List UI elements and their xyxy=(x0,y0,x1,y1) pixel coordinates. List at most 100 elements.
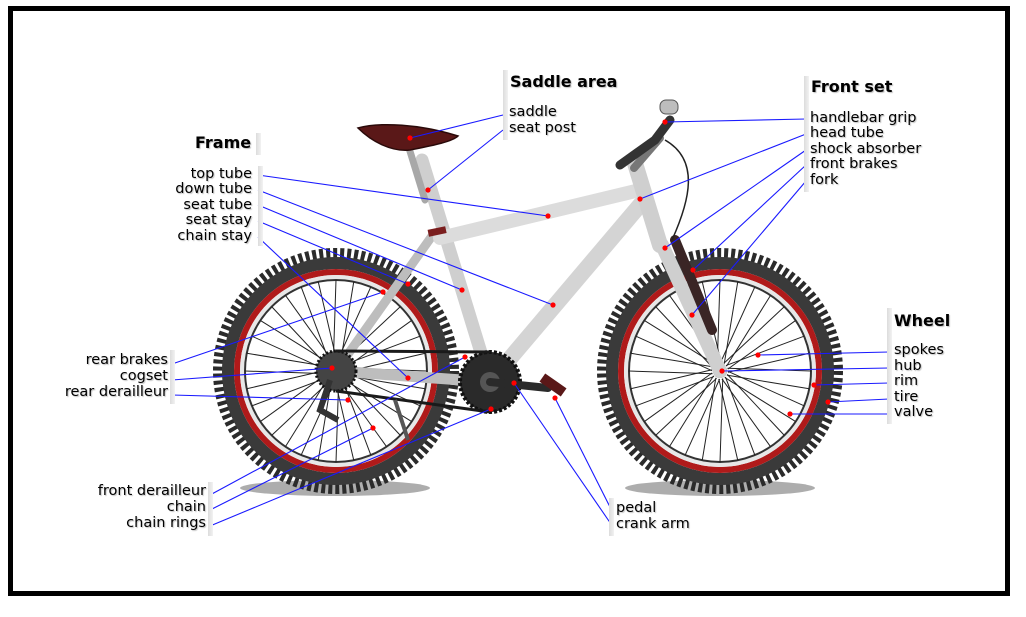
spoke xyxy=(726,374,785,436)
part-marker-dot xyxy=(405,375,411,381)
spoke xyxy=(719,378,724,463)
rear-derailleur-shape xyxy=(316,379,340,423)
spoke xyxy=(725,335,805,367)
part-marker-dot xyxy=(825,399,831,405)
spoke xyxy=(724,376,756,456)
brake-cable-shape xyxy=(664,139,690,241)
cogset-shape xyxy=(314,349,358,393)
front-rim xyxy=(618,269,822,473)
spoke xyxy=(724,377,796,422)
rear-tire-body xyxy=(222,257,450,485)
leader-line xyxy=(257,189,554,306)
spoke xyxy=(332,279,337,364)
top-tube-shape xyxy=(433,183,647,245)
part-marker-dot xyxy=(545,213,551,219)
spoke xyxy=(244,370,329,375)
part-marker-dot xyxy=(690,267,696,273)
label-pedal: pedal xyxy=(616,500,657,516)
leader-line xyxy=(692,164,807,271)
fork-left-shape xyxy=(655,238,727,378)
label-saddle: saddle xyxy=(509,104,557,120)
spoke xyxy=(727,370,805,407)
label-seat-post: seat post xyxy=(509,120,576,136)
label-rear-derailleur: rear derailleur xyxy=(64,384,168,400)
leader-lines xyxy=(171,114,890,527)
leader-line xyxy=(171,394,349,401)
part-marker-dot xyxy=(755,352,761,358)
front-tire xyxy=(597,248,843,494)
leader-line xyxy=(721,367,890,372)
leader-line xyxy=(427,129,504,191)
leader-line xyxy=(171,291,384,365)
rear-tire xyxy=(213,248,459,494)
down-tube-shape xyxy=(482,197,648,390)
part-marker-dot xyxy=(637,196,643,202)
spoke xyxy=(655,306,714,368)
leader-line xyxy=(171,367,333,381)
part-marker-dot xyxy=(550,302,556,308)
seat-stay-shape xyxy=(331,231,437,376)
bike-frame xyxy=(330,131,727,390)
part-marker-dot xyxy=(488,406,494,412)
part-marker-dot xyxy=(719,368,725,374)
label-chain-stay: chain stay xyxy=(177,228,252,244)
part-marker-dot xyxy=(689,312,695,318)
part-marker-dot xyxy=(459,287,465,293)
part-marker-dot xyxy=(462,354,468,360)
spoke xyxy=(684,378,721,456)
frame-group-title: Frame xyxy=(195,133,252,152)
frame-group xyxy=(158,166,263,246)
leader-line xyxy=(757,351,890,356)
spoke xyxy=(635,335,713,372)
label-hub: hub xyxy=(894,358,922,374)
label-rear-brakes: rear brakes xyxy=(85,352,168,368)
leader-line xyxy=(513,382,612,525)
seat-tube-shape xyxy=(415,153,497,389)
saddle-group-title: Saddle area xyxy=(510,72,618,91)
spoke xyxy=(271,306,330,368)
fork-right-shape xyxy=(670,235,717,335)
leader-line xyxy=(664,118,807,123)
spoke xyxy=(271,377,333,436)
handlebar xyxy=(615,99,690,241)
wheel-group-title: Wheel xyxy=(894,311,951,330)
label-shock-absorber: shock absorber xyxy=(810,141,922,157)
rear-rim-inner xyxy=(240,275,432,467)
leader-line xyxy=(691,180,807,316)
head-tube-shape xyxy=(626,152,668,253)
seat-clamp-shape xyxy=(427,226,447,237)
label-spokes: spokes xyxy=(894,342,944,358)
part-marker-dot xyxy=(811,382,817,388)
front-rim-inner xyxy=(624,275,816,467)
label-front-derailleur: front derailleur xyxy=(97,483,206,499)
spoke xyxy=(635,375,715,407)
label-valve: valve xyxy=(894,404,933,420)
leader-line xyxy=(554,397,612,510)
drivetrain xyxy=(314,349,567,441)
spoke xyxy=(251,375,331,407)
part-marker-dot xyxy=(370,425,376,431)
spoke xyxy=(342,374,401,436)
kickstand-shape xyxy=(393,399,410,441)
part-marker-dot xyxy=(405,281,411,287)
part-marker-dot xyxy=(425,187,431,193)
part-marker-dot xyxy=(345,397,351,403)
label-chain: chain xyxy=(166,499,206,515)
front-wheel xyxy=(597,248,843,494)
spoke xyxy=(727,352,810,373)
spoke xyxy=(300,286,332,366)
front-set-group-title: Front set xyxy=(811,77,893,96)
part-marker-dot xyxy=(662,245,668,251)
pedal-shape xyxy=(539,373,567,397)
leader-line xyxy=(209,356,466,496)
part-marker-dot xyxy=(662,119,668,125)
leader-line xyxy=(257,220,409,285)
leader-line xyxy=(813,382,890,386)
label-fork: fork xyxy=(810,172,839,188)
spoke xyxy=(719,286,756,364)
rear-wheel xyxy=(213,248,459,494)
label-rim: rim xyxy=(894,373,919,389)
label-seat-tube: seat tube xyxy=(183,197,252,213)
leader-line xyxy=(409,114,504,139)
